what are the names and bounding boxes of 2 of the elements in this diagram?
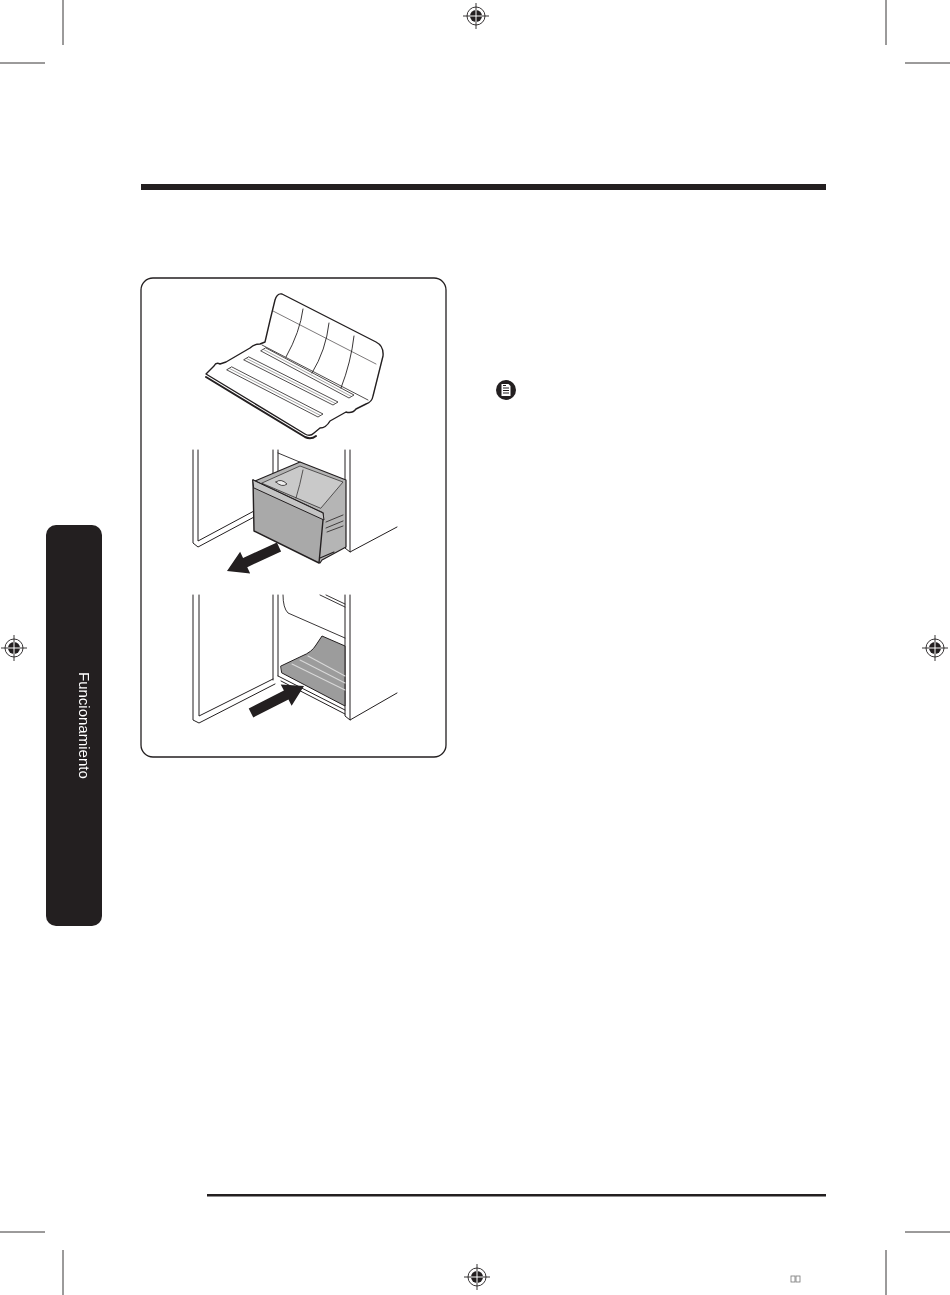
- section-tab: [46, 525, 102, 926]
- section-label: Funcionamiento: [77, 672, 92, 779]
